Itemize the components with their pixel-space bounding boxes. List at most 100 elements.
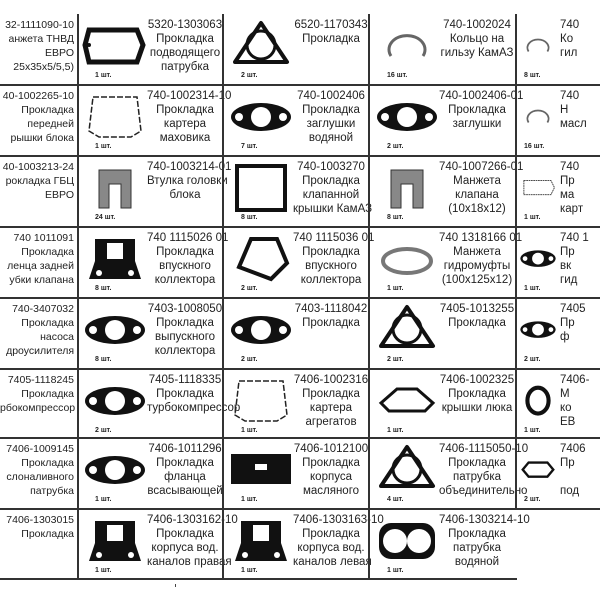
flat-ring-icon	[373, 233, 441, 283]
item-code: 7406-1012100	[293, 443, 369, 455]
item-name-line: патрубка	[452, 542, 502, 554]
item-name-line: фланца	[164, 471, 206, 483]
grid-divider	[0, 155, 600, 157]
item-name-line: всасывающей	[147, 485, 223, 497]
grid-divider	[0, 508, 600, 510]
item-name-line: Прокладка	[21, 317, 74, 329]
item-code: 7406-1303214-10	[439, 514, 530, 526]
item-quantity: 8 шт.	[524, 72, 541, 79]
item-quantity: 8 шт.	[387, 214, 404, 221]
item-quantity: 8 шт.	[95, 356, 112, 363]
item-name-line: карт	[560, 203, 584, 215]
item-code: 740-1003270	[297, 161, 365, 173]
item-code: 7406-1115050-10	[439, 443, 529, 455]
item-name-line: рбокомпрессор	[0, 402, 76, 414]
item-quantity: 2 шт.	[241, 285, 258, 292]
item-name-line: Манжета	[453, 175, 501, 187]
item-name-line: впускного	[159, 260, 211, 272]
item-name-line: маховика	[159, 132, 211, 144]
plate-gasket-icon	[227, 515, 295, 565]
item-name-line: корпуса вод.	[151, 542, 219, 554]
item-name-line: Прокладка	[302, 388, 360, 400]
item-name-line: крышки люка	[441, 402, 513, 414]
item-name-line: Прокладка	[156, 457, 214, 469]
item-name-line: ма	[560, 189, 575, 201]
item-name-line: М	[560, 388, 570, 400]
item-quantity: 1 шт.	[524, 285, 541, 292]
item-code: 7405-1118335	[148, 374, 222, 386]
item-name-line: Прокладка	[21, 457, 74, 469]
rect-gasket-icon	[81, 20, 149, 70]
item-name-line: передней	[27, 118, 74, 130]
item-name-line: Прокладка	[156, 33, 214, 45]
item-name-line: ЕВРО	[45, 47, 74, 59]
item-name-line: Прокладка	[448, 388, 506, 400]
grid-divider	[222, 14, 224, 579]
item-quantity: 16 шт.	[387, 72, 408, 79]
item-name-line: патрубка	[160, 61, 210, 73]
item-quantity: 8 шт.	[241, 214, 258, 221]
flange-gasket-icon	[227, 91, 295, 141]
item-quantity: 1 шт.	[95, 72, 112, 79]
item-quantity: 16 шт.	[524, 143, 545, 150]
item-name-line: Пр	[560, 246, 575, 258]
item-name-line: под	[560, 485, 580, 497]
hatch-gasket-icon	[373, 375, 441, 425]
item-name-line: Прокладка	[302, 104, 360, 116]
item-quantity: 2 шт.	[524, 356, 541, 363]
ring-clip-icon	[373, 20, 441, 70]
item-name-line: ф	[560, 331, 570, 343]
item-quantity: 1 шт.	[387, 285, 404, 292]
item-code: 5320-1303063	[147, 19, 223, 31]
item-name-line: Прокладка	[448, 104, 506, 116]
item-name-line: Прокладка	[302, 528, 360, 540]
item-name-line: корпуса вод.	[297, 542, 365, 554]
item-name-line: картера	[163, 118, 207, 130]
flange-gasket-icon	[518, 233, 558, 283]
item-name-line: дроусилителя	[6, 345, 74, 357]
item-name-line: крышки КамАЗ	[293, 203, 373, 215]
item-name-line: масл	[560, 118, 587, 130]
plate-gasket-icon	[81, 233, 149, 283]
item-name-line: рокладка ГБЦ	[5, 175, 74, 187]
item-name-line: Прокладка	[302, 33, 360, 45]
grid-divider	[0, 84, 600, 86]
item-code: 740 1115026 01	[147, 232, 229, 244]
shape-gasket-icon	[227, 233, 295, 283]
item-code: 7403-1008050	[147, 303, 223, 315]
flange-gasket-icon	[81, 444, 149, 494]
item-name-line: заглушки	[452, 118, 502, 130]
strip-gasket-icon	[227, 444, 295, 494]
item-name-line: Прокладка	[302, 246, 360, 258]
item-quantity: 7 шт.	[241, 143, 258, 150]
item-quantity: 2 шт.	[241, 72, 258, 79]
item-name-line: корпуса	[310, 471, 352, 483]
item-name-line: (10x18x12)	[448, 203, 506, 215]
item-name-line: гидромуфты	[443, 260, 511, 272]
item-code: 6520-1170343	[294, 19, 368, 31]
ring-clip-icon	[518, 91, 558, 141]
item-name-line: Прокладка	[448, 528, 506, 540]
item-name-line: водяной	[454, 556, 500, 568]
item-name-line: объединительно	[439, 485, 528, 497]
item-name-line: турбокомпрессор	[147, 402, 241, 414]
item-name-line: Манжета	[453, 246, 501, 258]
pan-gasket-icon	[518, 162, 558, 212]
item-code: 32-1111090-10	[5, 19, 74, 31]
